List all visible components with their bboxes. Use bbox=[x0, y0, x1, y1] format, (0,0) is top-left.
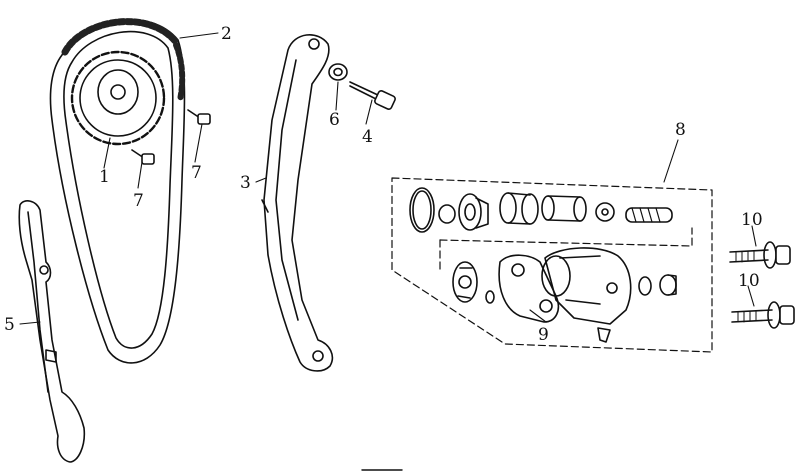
leader-lines bbox=[19, 32, 757, 325]
small-bolt-lower bbox=[131, 149, 155, 165]
kit-cap bbox=[659, 274, 677, 296]
guide-rail bbox=[261, 34, 334, 372]
kit-sleeve bbox=[499, 192, 539, 225]
kit-pin bbox=[485, 290, 495, 304]
tensioner-slipper bbox=[18, 200, 86, 463]
kit-o-ring-small bbox=[638, 276, 652, 296]
callout-6: 6 bbox=[329, 110, 340, 130]
callout-labels: 1 2 3 4 5 6 7 7 8 9 10 10 bbox=[4, 24, 763, 345]
callout-7-right: 7 bbox=[191, 163, 202, 183]
gasket bbox=[498, 254, 560, 323]
flange-bolt-upper bbox=[729, 241, 791, 269]
callout-7-left: 7 bbox=[133, 191, 144, 211]
callout-10-upper: 10 bbox=[741, 210, 763, 230]
callout-8: 8 bbox=[675, 120, 686, 140]
kit-washer bbox=[595, 202, 615, 222]
tensioner-body bbox=[541, 247, 632, 343]
washer bbox=[328, 63, 348, 81]
pivot-bolt bbox=[349, 81, 396, 110]
tensioner-kit-box bbox=[391, 177, 713, 353]
callout-3: 3 bbox=[240, 173, 251, 193]
small-bolt-upper bbox=[187, 109, 211, 125]
kit-plunger bbox=[541, 195, 587, 222]
callout-2: 2 bbox=[221, 24, 232, 44]
flange-bolt-lower bbox=[731, 301, 795, 329]
kit-rotor bbox=[458, 193, 489, 231]
kit-o-ring bbox=[409, 187, 435, 233]
callout-5: 5 bbox=[4, 315, 15, 335]
kit-small-disc bbox=[438, 204, 456, 224]
callout-10-lower: 10 bbox=[738, 271, 760, 291]
callout-9: 9 bbox=[538, 325, 549, 345]
callout-4: 4 bbox=[362, 127, 373, 147]
sprocket bbox=[70, 50, 166, 146]
kit-cam bbox=[452, 261, 478, 303]
callout-1: 1 bbox=[99, 167, 110, 187]
timing-chain bbox=[49, 18, 186, 364]
kit-spring bbox=[625, 207, 673, 223]
